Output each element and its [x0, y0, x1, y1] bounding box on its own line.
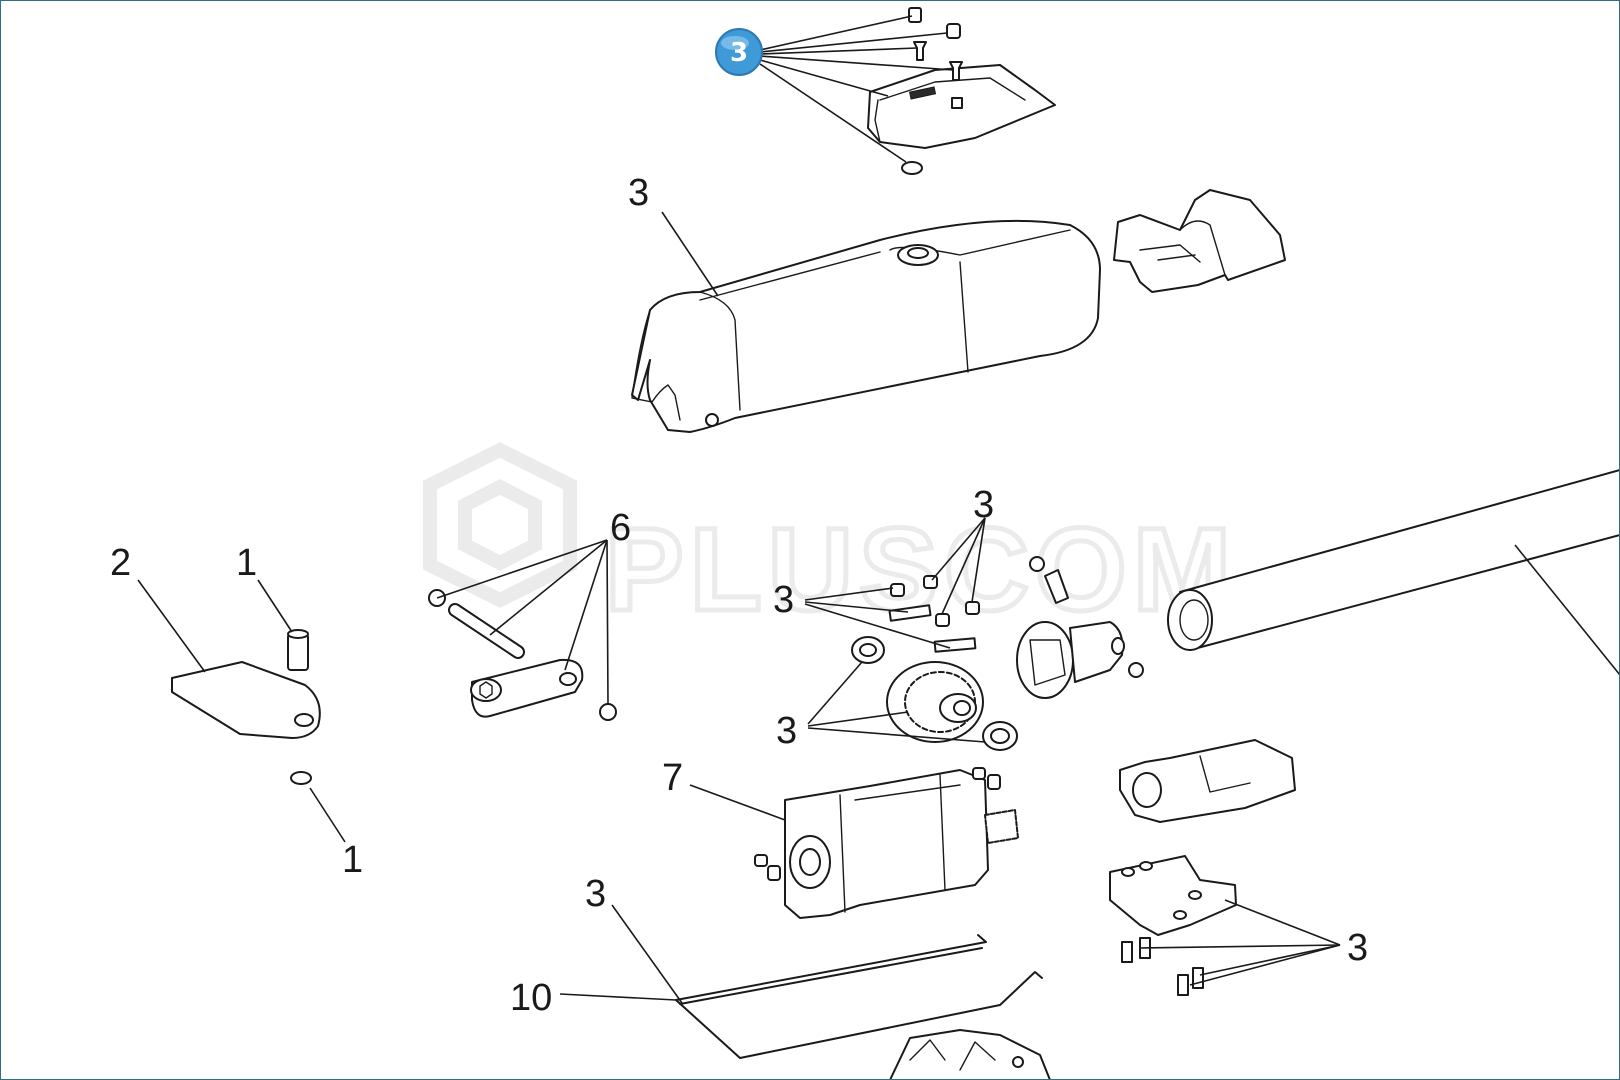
washer-icon — [290, 771, 312, 785]
callout-motor: 7 — [662, 757, 683, 799]
callout-plate: 2 — [110, 542, 131, 584]
callout-pin-top: 1 — [236, 542, 257, 584]
cable — [675, 934, 1043, 1059]
pin-icon — [287, 629, 309, 671]
bevel-gear-icon — [1016, 621, 1125, 699]
callout-pin-bottom: 1 — [342, 839, 363, 881]
housing-half-upper — [1119, 739, 1296, 823]
gear-icon — [886, 661, 984, 743]
watermark-logo-icon — [423, 442, 577, 608]
housing-half-lower — [1109, 855, 1237, 936]
key-plate — [933, 637, 977, 653]
callout-arm: 6 — [610, 507, 631, 549]
arm-tube — [1167, 469, 1620, 651]
motor — [754, 767, 1019, 919]
callout-bottom-screws: 3 — [1347, 927, 1368, 969]
gear-cluster — [851, 556, 1144, 751]
clip-icon — [599, 703, 617, 721]
callout-cable-ref: 10 — [510, 977, 552, 1019]
callout-badge[interactable]: 3 — [715, 28, 763, 76]
washer-icon — [901, 161, 923, 175]
callout-screws-top: 3 — [973, 484, 994, 526]
callout-bearings: 3 — [776, 710, 797, 752]
callout-badge-label: 3 — [730, 38, 748, 68]
mounting-plate — [171, 661, 321, 739]
end-cap-body — [1113, 189, 1286, 293]
arm-link — [471, 658, 584, 718]
small-cover-slot — [951, 97, 963, 109]
clip-icon — [1128, 662, 1144, 678]
main-cover-shell — [631, 219, 1101, 433]
callout-labels: 3 3 3 3 3 3 2 1 1 6 7 10 — [110, 172, 1368, 1019]
callout-screws-left: 3 — [773, 579, 794, 621]
screw-icon — [754, 767, 1001, 881]
plate-body — [171, 661, 321, 739]
main-cover — [631, 219, 1101, 433]
watermark: PLUSCOM — [423, 442, 1234, 639]
callout-top-cover: 3 — [628, 172, 649, 214]
key-plate — [888, 604, 932, 622]
pin-icon — [1044, 569, 1069, 604]
callout-cable: 3 — [585, 873, 606, 915]
screw-icon — [908, 7, 963, 81]
small-cover-assembly: 3 — [715, 7, 1056, 175]
end-cap — [1113, 189, 1286, 293]
clip-icon — [1029, 556, 1045, 572]
leader-lines — [137, 211, 1620, 1004]
badge-leaders — [759, 15, 954, 163]
base-housing — [889, 1029, 1051, 1080]
